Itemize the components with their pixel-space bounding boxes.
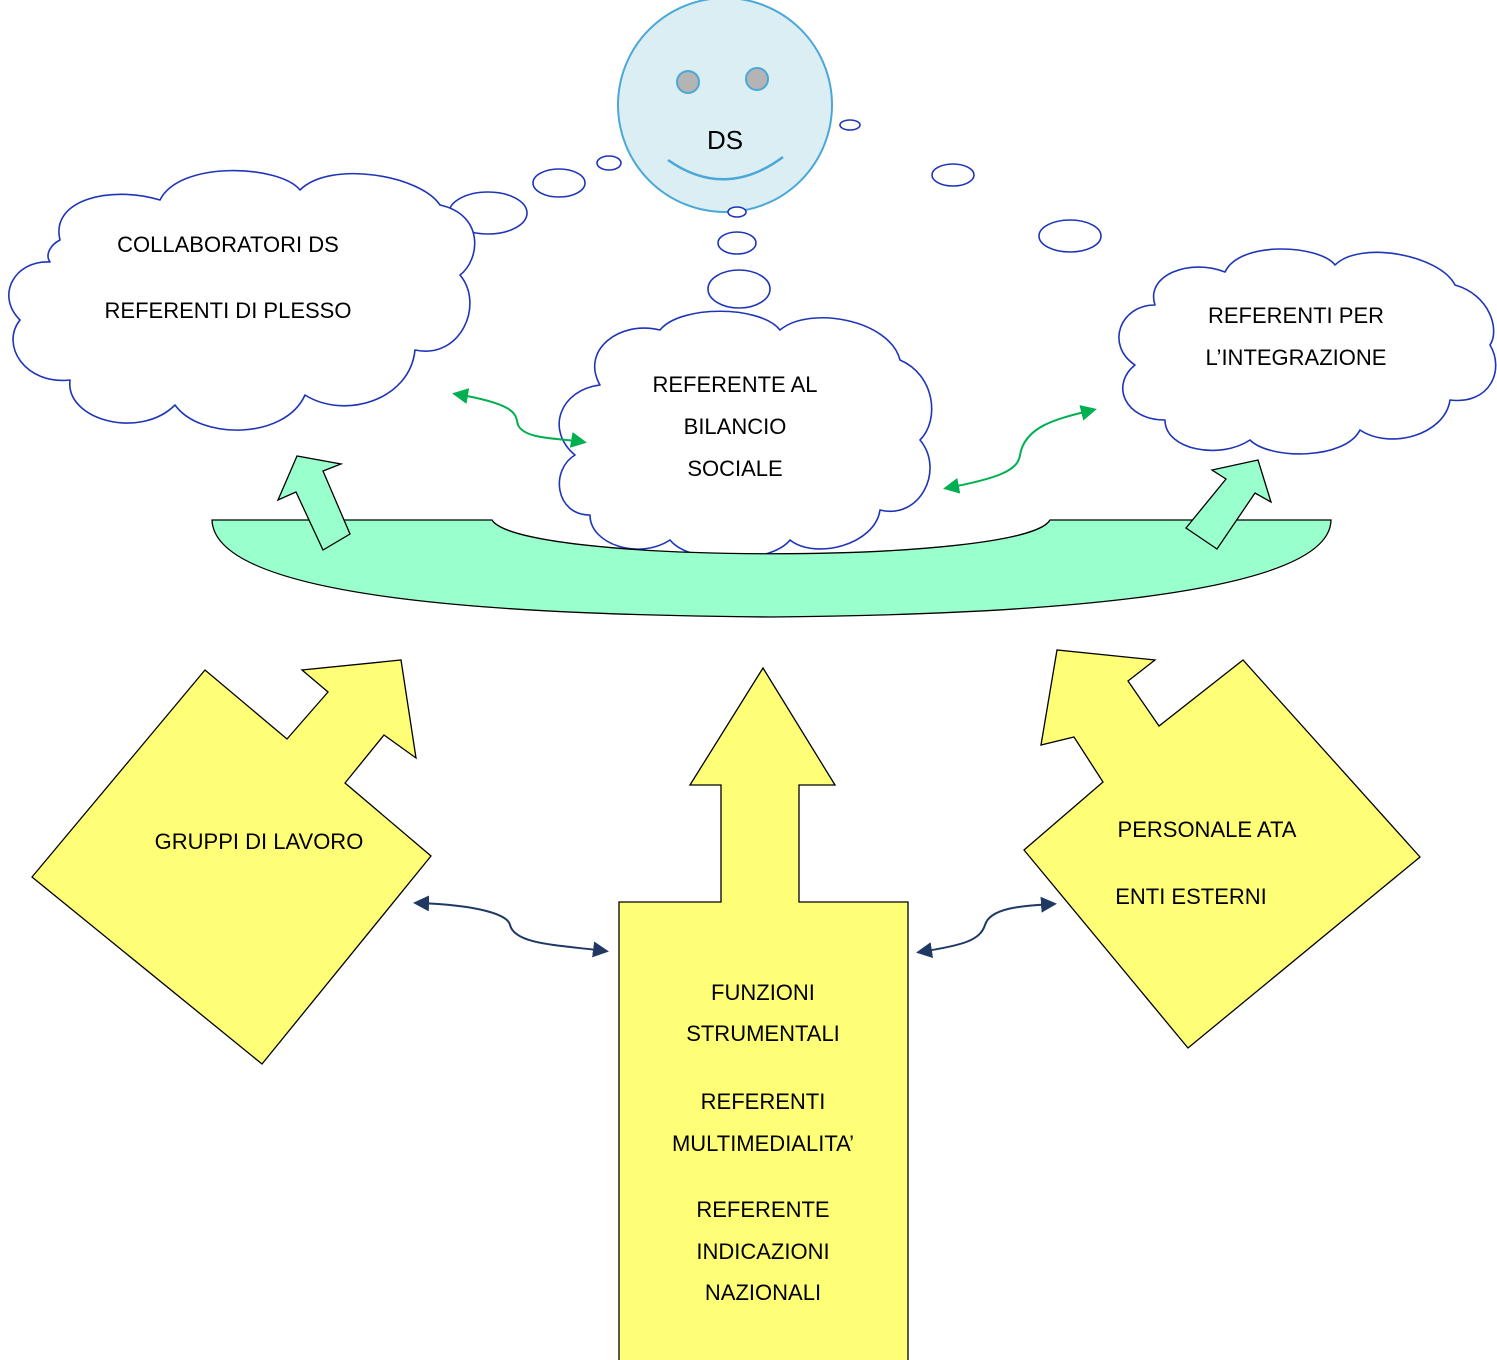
cloud-collaboratori: COLLABORATORI DS REFERENTI DI PLESSO bbox=[8, 169, 476, 431]
yellow-arrow-funzioni: FUNZIONI STRUMENTALI REFERENTI MULTIMEDI… bbox=[618, 666, 909, 1360]
thought-bubble bbox=[727, 206, 747, 218]
box-right-line1: PERSONALE ATA bbox=[1118, 817, 1297, 842]
thought-bubble bbox=[707, 269, 771, 309]
cloud-integrazione: REFERENTI PER L’INTEGRAZIONE bbox=[1118, 248, 1497, 455]
cloud-right-line2: L’INTEGRAZIONE bbox=[1206, 345, 1387, 370]
box-right-line2: ENTI ESTERNI bbox=[1115, 884, 1267, 909]
cloud-shape bbox=[1118, 248, 1497, 455]
double-arrow-connector bbox=[943, 405, 1097, 494]
box-left-line1: GRUPPI DI LAVORO bbox=[155, 829, 364, 854]
cloud-shape bbox=[558, 310, 933, 560]
cloud-left-line1: COLLABORATORI DS bbox=[117, 232, 339, 257]
arrow-shape bbox=[618, 666, 909, 1360]
green-up-arrow-right bbox=[1185, 459, 1273, 550]
curved-bar bbox=[211, 519, 1332, 618]
arrow-shape bbox=[31, 659, 432, 1065]
ds-face-icon: DS bbox=[617, 0, 833, 213]
yellow-arrow-gruppi: GRUPPI DI LAVORO bbox=[31, 659, 432, 1065]
smile-icon bbox=[667, 155, 784, 181]
box-center-line7: NAZIONALI bbox=[705, 1280, 821, 1305]
ds-label: DS bbox=[707, 125, 743, 155]
double-arrow-connector bbox=[452, 388, 587, 448]
right-eye-icon bbox=[745, 67, 769, 91]
thought-bubble bbox=[717, 231, 757, 255]
box-center-line4: MULTIMEDIALITA’ bbox=[672, 1131, 854, 1156]
thought-bubble bbox=[931, 163, 975, 187]
yellow-arrow-personale: PERSONALE ATA ENTI ESTERNI bbox=[1023, 649, 1421, 1049]
arrow-shape bbox=[1023, 649, 1421, 1049]
green-up-arrow-left bbox=[276, 455, 351, 551]
cloud-center-line1: REFERENTE AL bbox=[652, 372, 817, 397]
thought-bubble bbox=[532, 168, 586, 198]
cloud-center-line3: SOCIALE bbox=[687, 456, 782, 481]
cloud-bilancio-sociale: REFERENTE AL BILANCIO SOCIALE bbox=[558, 310, 933, 560]
cloud-center-line2: BILANCIO bbox=[684, 414, 787, 439]
box-center-line5: REFERENTE bbox=[696, 1197, 829, 1222]
thought-bubble bbox=[596, 155, 622, 171]
double-arrow-connector bbox=[413, 895, 609, 958]
cloud-shape bbox=[8, 169, 476, 431]
left-eye-icon bbox=[676, 70, 700, 94]
double-arrow-connector bbox=[916, 896, 1057, 959]
thought-bubble bbox=[839, 119, 861, 131]
box-center-line2: STRUMENTALI bbox=[686, 1021, 840, 1046]
box-center-line6: INDICAZIONI bbox=[696, 1239, 829, 1264]
cloud-right-line1: REFERENTI PER bbox=[1208, 303, 1384, 328]
cloud-left-line2: REFERENTI DI PLESSO bbox=[105, 298, 352, 323]
thought-bubbles bbox=[448, 119, 1102, 309]
thought-bubble bbox=[1038, 219, 1102, 253]
box-center-line1: FUNZIONI bbox=[711, 980, 815, 1005]
box-center-line3: REFERENTI bbox=[701, 1089, 826, 1114]
